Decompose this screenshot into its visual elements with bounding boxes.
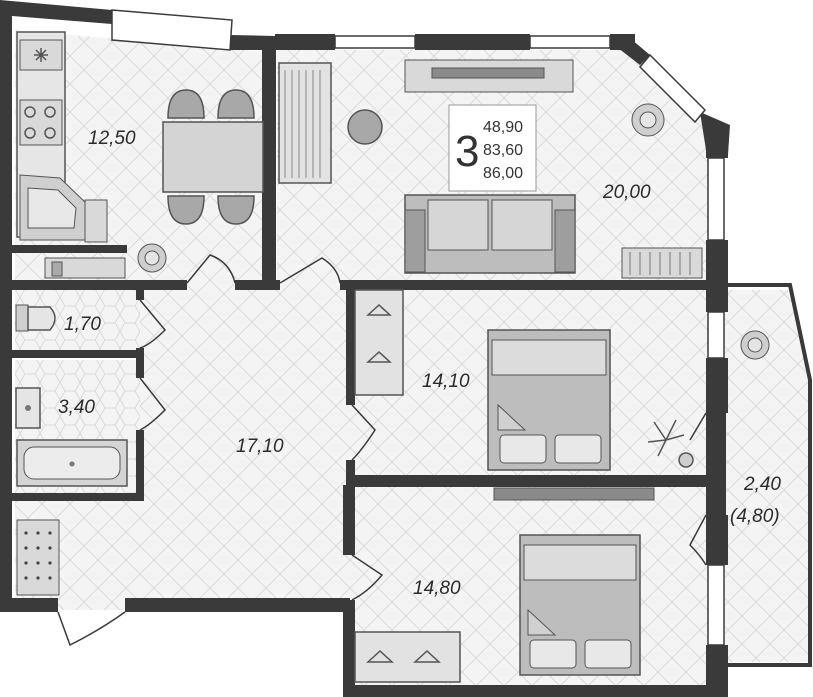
kitchen-area-label: 12,50 (88, 128, 136, 149)
area-total-value: 83,60 (483, 142, 523, 159)
bedroom1-furniture (354, 289, 694, 471)
bookshelf-icon (621, 247, 703, 279)
wc-area-label: 1,70 (64, 314, 101, 335)
toilet-icon (15, 304, 56, 332)
bedroom2-area-label: 14,80 (413, 578, 461, 599)
bedroom2-furniture (354, 487, 655, 683)
doors (57, 254, 707, 647)
plant-icon (631, 103, 665, 137)
room-labels: 12,50 20,00 1,70 3,40 17,10 14,10 14,80 … (58, 128, 781, 599)
plant-icon (740, 330, 770, 360)
kitchen-furniture (16, 31, 264, 273)
living-window-2 (529, 35, 611, 49)
hood-icon (19, 39, 63, 71)
bedroom1-area-label: 14,10 (422, 371, 470, 392)
stove-icon (19, 99, 63, 146)
living-window-side (707, 157, 725, 241)
balcony-area-label: 2,40 (743, 474, 781, 495)
living-area-label: 20,00 (602, 182, 651, 203)
hall-area-label: 17,10 (236, 436, 284, 457)
balcony-floor (725, 290, 810, 662)
plant-icon (647, 419, 694, 468)
hall-floor (15, 285, 350, 610)
balcony-area-label-full: (4,80) (730, 506, 780, 527)
bedroom1-window (707, 311, 725, 359)
plant-icon (137, 243, 167, 273)
living-window-1 (334, 35, 416, 49)
bedroom2-window (707, 564, 725, 646)
living-window-bay (638, 53, 707, 124)
bathroom-fixtures (15, 257, 128, 596)
tv-icon (493, 487, 655, 501)
living-furniture (278, 59, 703, 279)
dining-table (162, 121, 264, 193)
windows (111, 9, 725, 646)
area-balcony-value: 86,00 (483, 165, 523, 182)
kitchen-window (111, 9, 233, 51)
tv-icon (431, 67, 545, 79)
stool-icon (347, 109, 383, 145)
area-summary-badge: 3 48,90 83,60 86,00 (448, 104, 537, 192)
chair-icon (167, 89, 255, 225)
rooms-count: 3 (455, 127, 479, 176)
bathroom-area-label: 3,40 (58, 397, 95, 418)
washer-icon (16, 519, 60, 596)
wardrobe-icon (354, 631, 461, 683)
piano-icon (278, 62, 332, 184)
area-living-value: 48,90 (483, 119, 523, 136)
wardrobe-icon (354, 289, 404, 396)
